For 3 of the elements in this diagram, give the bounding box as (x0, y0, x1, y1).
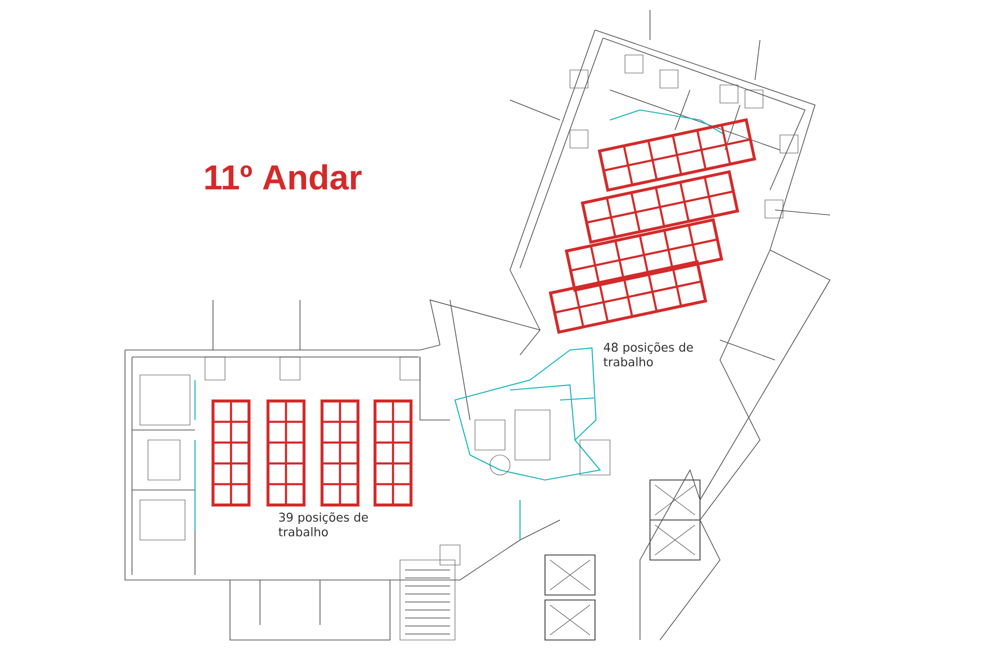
capacity-label: 48 posições de trabalho (604, 342, 693, 366)
floor-title: 11º Andar (205, 164, 362, 190)
capacity-label: 39 posições de trabalho (278, 512, 368, 536)
